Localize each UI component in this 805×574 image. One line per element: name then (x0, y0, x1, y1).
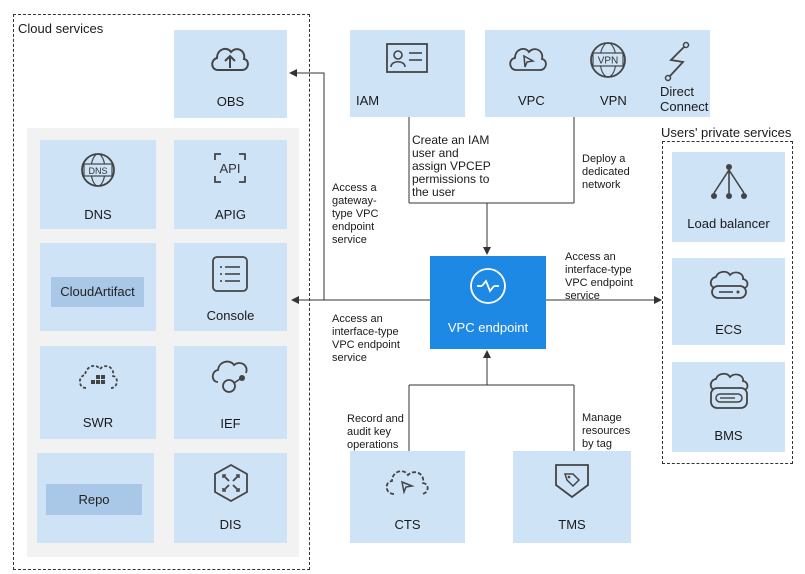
iam-label: IAM (356, 93, 380, 108)
apig-label: APIG (214, 207, 247, 222)
vpn-label: VPN (600, 93, 627, 108)
ecs-server-icon (709, 270, 749, 299)
ief-edge-icon (211, 360, 248, 393)
console-label: Console (206, 308, 255, 323)
vpc-endpoint-icon (470, 268, 506, 304)
tms-tag-icon (555, 464, 589, 499)
apig-box[interactable]: API APIG (174, 140, 287, 229)
vpc-cloud-icon (509, 47, 547, 71)
ecs-label: ECS (715, 322, 742, 337)
iam-id-card-icon (386, 43, 428, 73)
tms-label: TMS (558, 517, 586, 532)
api-icon: API (214, 153, 246, 183)
cts-box[interactable]: CTS (350, 451, 465, 543)
bms-box[interactable]: BMS (672, 362, 785, 452)
cloud-services-label: Cloud services (18, 21, 104, 36)
vpc-endpoint-label: VPC endpoint (447, 320, 529, 335)
vpn-icon: VPN (590, 42, 626, 78)
dis-hexagon-icon (214, 463, 248, 503)
cts-label: CTS (394, 517, 421, 532)
dis-box[interactable]: DIS (174, 453, 287, 543)
cloudartifact-box[interactable]: CloudArtifact (40, 243, 156, 331)
dis-label: DIS (219, 517, 242, 532)
iam-note: Create an IAM user and assign VPCEP perm… (412, 133, 491, 199)
interface-right-note: Access an interface-type VPC endpoint se… (565, 251, 633, 302)
cloud-services-group (13, 14, 310, 570)
obs-label: OBS (216, 94, 245, 109)
dns-label: DNS (84, 207, 112, 222)
load-balancer-icon (711, 164, 747, 199)
cts-cloud-icon (385, 470, 429, 495)
network-note: Deploy a dedicated network (582, 153, 630, 191)
tms-note: Manage resources by tag (582, 412, 631, 450)
private-services-label: Users' private services (661, 125, 792, 140)
vpn-icon-text: VPN (598, 56, 619, 67)
private-services-group (662, 141, 793, 464)
repo-tag: Repo (46, 484, 142, 515)
vpc-label: VPC (518, 93, 545, 108)
console-list-icon (212, 256, 248, 292)
interface-left-note: Access an interface-type VPC endpoint se… (332, 313, 400, 364)
dns-globe-icon: DNS (81, 153, 115, 187)
ief-label: IEF (220, 416, 241, 431)
swr-box[interactable]: SWR (40, 346, 156, 439)
console-box[interactable]: Console (174, 243, 287, 331)
ief-box[interactable]: IEF (174, 346, 287, 439)
iam-box[interactable]: IAM (350, 30, 465, 117)
load-balancer-label: Load balancer (687, 216, 770, 231)
gateway-arrow (289, 69, 325, 300)
bms-label: BMS (714, 428, 743, 443)
dns-box[interactable]: DNS DNS (40, 140, 156, 229)
repo-box[interactable]: Repo (37, 453, 154, 543)
gateway-note: Access a gateway- type VPC endpoint serv… (332, 182, 379, 246)
tms-box[interactable]: TMS (513, 451, 631, 543)
cloud-upload-icon (211, 47, 249, 71)
dns-icon-text: DNS (88, 166, 107, 176)
cts-note: Record and audit key operations (347, 413, 404, 451)
network-services-box: VPC VPN VPN Direct Connect (485, 30, 710, 117)
ecs-box[interactable]: ECS (672, 258, 785, 345)
cloudartifact-tag: CloudArtifact (51, 277, 144, 307)
direct-connect-icon (664, 41, 690, 82)
bms-server-icon (709, 372, 749, 409)
load-balancer-box[interactable]: Load balancer (672, 152, 785, 242)
swr-label: SWR (82, 415, 114, 430)
api-icon-text: API (220, 161, 241, 176)
vpc-endpoint-box[interactable]: VPC endpoint (430, 256, 546, 349)
direct-connect-label: Direct Connect (660, 84, 709, 114)
swr-container-icon (78, 364, 118, 389)
obs-box[interactable]: OBS (174, 30, 287, 118)
